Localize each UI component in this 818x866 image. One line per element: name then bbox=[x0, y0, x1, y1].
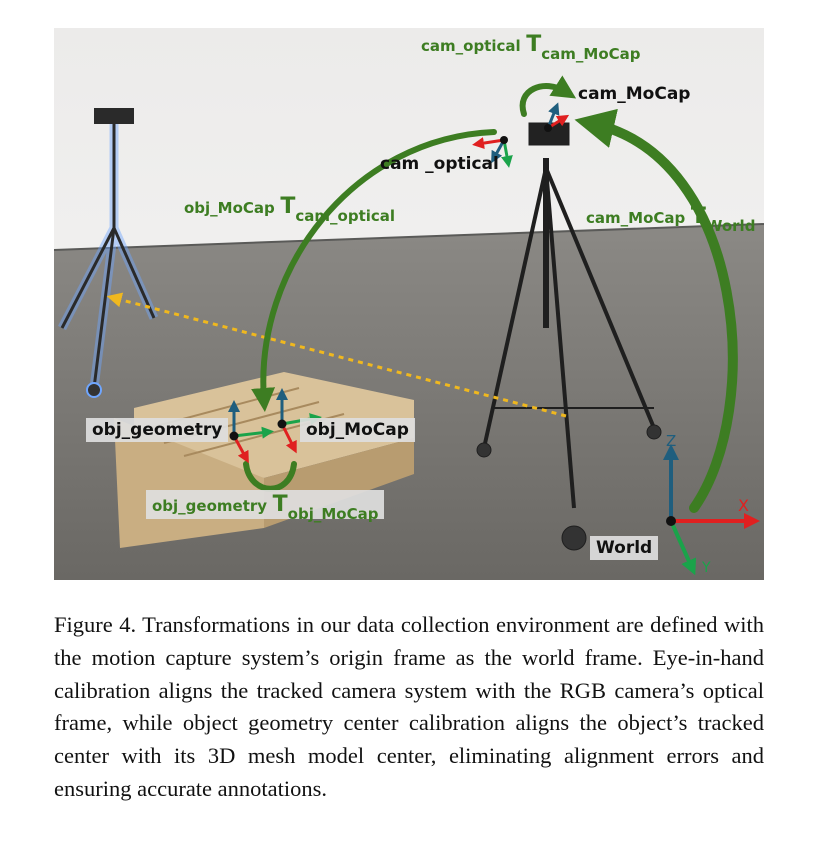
axis-z-label: Z bbox=[666, 432, 677, 450]
label-obj-mocap-t-cam-optical: obj_MoCap Tcam_optical bbox=[184, 194, 396, 225]
right-tripod bbox=[476, 122, 662, 551]
label-cam-optical-t-cam-mocap: cam_optical Tcam_MoCap bbox=[421, 32, 641, 63]
label-obj-mocap: obj_MoCap bbox=[300, 418, 415, 442]
frame-cam-mocap bbox=[544, 102, 570, 132]
baseboard bbox=[54, 223, 764, 251]
frame-cam-optical bbox=[472, 136, 513, 168]
label-obj-geometry-t-obj-mocap: obj_geometry Tobj_MoCap bbox=[146, 490, 385, 523]
transform-arrows bbox=[243, 75, 738, 513]
label-cam-mocap-t-world: cam_MoCap TWorld bbox=[586, 204, 756, 235]
label-cam-mocap: cam_MoCap bbox=[578, 84, 691, 104]
dotted-link-arrow bbox=[106, 292, 567, 418]
figure-photo: cam_optical Tcam_MoCap cam_MoCap cam _op… bbox=[54, 28, 764, 580]
frame-world bbox=[663, 444, 760, 576]
label-cam-optical: cam _optical bbox=[380, 154, 499, 174]
axis-y-label: Y bbox=[702, 560, 711, 576]
frame-obj-geometry bbox=[228, 400, 274, 464]
axis-x-label: X bbox=[738, 496, 749, 515]
left-tripod bbox=[58, 108, 159, 398]
label-world: World bbox=[590, 536, 659, 560]
label-obj-geometry: obj_geometry bbox=[86, 418, 229, 442]
figure-caption: Figure 4. Transformations in our data co… bbox=[54, 612, 764, 801]
